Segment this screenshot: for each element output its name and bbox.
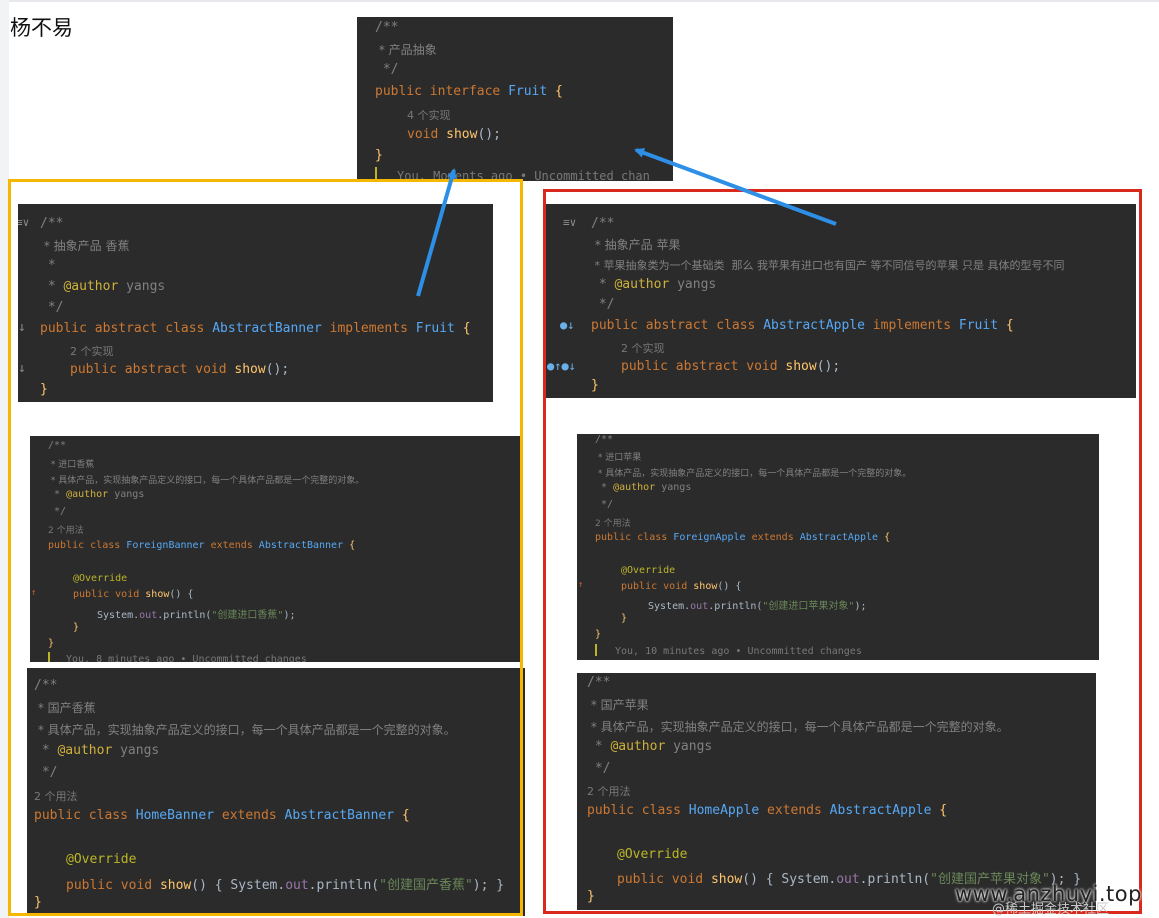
vcs-change-marker [375, 167, 377, 181]
class-declaration: public abstract class AbstractBanner imp… [40, 321, 471, 336]
top-divider [0, 0, 1159, 2]
class-declaration: public class ForeignApple extends Abstra… [595, 532, 891, 543]
implementations-hint[interactable]: 4 个实现 [407, 109, 451, 122]
doc-open: /** [375, 20, 399, 35]
override-annotation: @Override [66, 852, 137, 867]
apple-group-frame [543, 189, 1142, 914]
method-close: } [621, 613, 628, 624]
doc-open: /** [34, 678, 58, 693]
brace-close: } [48, 638, 55, 649]
doc-text: * 国产香蕉 [34, 701, 96, 715]
doc-star: * [40, 258, 56, 273]
override-gutter-icon[interactable]: ↑ [578, 580, 584, 590]
method-show: void show(); [407, 127, 501, 142]
abstract-apple-panel: ≡∨ /** * 抽象产品 苹果 * 苹果抽象类为一个基础类 那么 我苹果有进口… [545, 204, 1136, 398]
override-annotation: @Override [617, 847, 688, 862]
doc-open: /** [595, 434, 614, 445]
brace-close: } [591, 378, 599, 393]
brace-close: } [595, 629, 602, 640]
method-show: public void show() { System.out.println(… [617, 872, 1082, 887]
doc-text-detail: * 具体产品，实现抽象产品定义的接口，每一个具体产品都是一个完整的对象。 [48, 476, 365, 486]
implemented-gutter-icon[interactable]: ↓ [18, 361, 26, 376]
author-name: 杨不易 [10, 16, 73, 40]
implementations-hint[interactable]: 2 个实现 [70, 345, 114, 358]
fruit-interface-panel: /** * 产品抽象 */ public interface Fruit { 4… [357, 17, 673, 181]
brace-close: } [34, 895, 42, 910]
doc-text: * 抽象产品 苹果 [591, 238, 681, 252]
doc-author: * @author yangs [591, 277, 717, 292]
doc-author: * @author yangs [34, 743, 160, 758]
doc-text: * 进口香蕉 [48, 460, 95, 470]
blame-annotation: You, 8 minutes ago • Uncommitted changes [66, 654, 307, 662]
doc-text-detail: * 具体产品，实现抽象产品定义的接口，每一个具体产品都是一个完整的对象。 [595, 469, 912, 479]
class-declaration: public class HomeApple extends AbstractA… [587, 803, 948, 818]
doc-text: * 进口苹果 [595, 453, 642, 463]
doc-author: * @author yangs [595, 482, 692, 493]
abstract-banner-panel: ≡∨ /** * 抽象产品 香蕉 * * @author yangs */ ↓ … [18, 204, 493, 402]
usages-hint[interactable]: 2 个用法 [587, 785, 631, 798]
doc-close: */ [591, 297, 615, 312]
usages-hint[interactable]: 2 个用法 [34, 790, 78, 803]
home-banner-panel: /** * 国产香蕉 * 具体产品，实现抽象产品定义的接口，每一个具体产品都是一… [27, 668, 525, 916]
doc-close: */ [48, 506, 67, 517]
println-call: System.out.println("创建进口香蕉"); [97, 610, 296, 621]
foreign-banner-panel: /** * 进口香蕉 * 具体产品，实现抽象产品定义的接口，每一个具体产品都是一… [30, 436, 522, 662]
brace-close: } [375, 148, 383, 163]
brace-close: } [40, 382, 48, 397]
override-annotation: @Override [73, 573, 128, 584]
doc-text: * 抽象产品 香蕉 [40, 239, 130, 253]
usages-hint[interactable]: 2 个用法 [48, 526, 84, 536]
doc-open: /** [591, 216, 615, 231]
usages-hint[interactable]: 2 个用法 [595, 519, 631, 529]
foreign-apple-panel: /** * 进口苹果 * 具体产品，实现抽象产品定义的接口，每一个具体产品都是一… [577, 434, 1099, 660]
doc-close: */ [34, 765, 58, 780]
fold-icon[interactable]: ≡∨ [563, 216, 577, 229]
method-close: } [73, 622, 80, 633]
home-apple-panel: /** * 国产苹果 * 具体产品，实现抽象产品定义的接口，每一个具体产品都是一… [577, 673, 1096, 910]
method-show: public void show() { [73, 589, 194, 600]
doc-close: */ [595, 499, 614, 510]
method-show: public void show() { [621, 581, 742, 592]
method-show: public abstract void show(); [621, 359, 841, 374]
vcs-change-marker [48, 652, 50, 662]
interface-declaration: public interface Fruit { [375, 84, 563, 99]
doc-text: * 国产苹果 [587, 698, 649, 712]
vcs-change-marker [595, 644, 597, 656]
site-watermark: www.anzhuyi.top [955, 882, 1142, 906]
doc-close: */ [587, 761, 611, 776]
class-declaration: public class ForeignBanner extends Abstr… [48, 540, 356, 551]
implementations-hint[interactable]: 2 个实现 [621, 342, 665, 355]
platform-watermark: @稀土掘金技术社区 [992, 902, 1110, 917]
brace-close: } [587, 889, 595, 904]
doc-text-detail: * 具体产品，实现抽象产品定义的接口，每一个具体产品都是一个完整的对象。 [34, 723, 456, 737]
override-annotation: @Override [621, 565, 676, 576]
doc-text-detail: * 苹果抽象类为一个基础类 那么 我苹果有进口也有国产 等不同信号的苹果 只是 … [591, 259, 1065, 272]
doc-text: * 产品抽象 [375, 43, 437, 57]
doc-text-detail: * 具体产品，实现抽象产品定义的接口，每一个具体产品都是一个完整的对象。 [587, 720, 1009, 734]
banner-group-frame [8, 179, 523, 916]
doc-author: * @author yangs [48, 489, 145, 500]
doc-close: */ [375, 62, 399, 77]
left-margin-strip [0, 0, 9, 918]
override-gutter-icon[interactable]: ↑ [31, 588, 37, 598]
doc-open: /** [587, 675, 611, 690]
method-show: public abstract void show(); [70, 362, 290, 377]
doc-author: * @author yangs [40, 279, 166, 294]
fold-icon[interactable]: ≡∨ [18, 216, 30, 229]
blame-annotation: You, 10 minutes ago • Uncommitted change… [615, 646, 862, 657]
class-declaration: public class HomeBanner extends Abstract… [34, 808, 410, 823]
class-declaration: public abstract class AbstractApple impl… [591, 318, 1014, 333]
doc-close: */ [40, 300, 64, 315]
override-gutter-icon[interactable]: ●↑●↓ [547, 359, 576, 373]
doc-open: /** [40, 216, 64, 231]
implemented-gutter-icon[interactable]: ●↓ [560, 318, 575, 332]
override-gutter-icon[interactable]: ↓ [18, 320, 26, 335]
println-call: System.out.println("创建进口苹果对象"); [648, 601, 867, 612]
method-show: public void show() { System.out.println(… [66, 878, 505, 893]
doc-author: * @author yangs [587, 739, 713, 754]
doc-open: /** [48, 440, 67, 451]
